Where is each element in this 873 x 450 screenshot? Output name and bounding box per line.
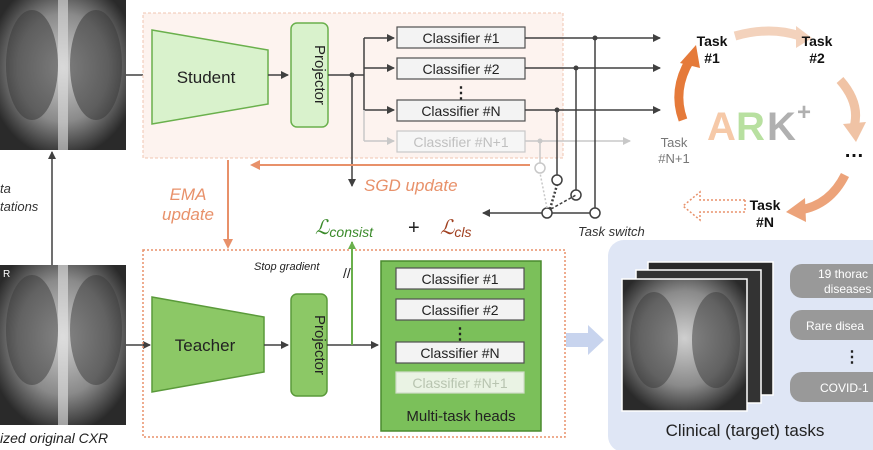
ark-logo-plus: + (797, 99, 811, 126)
teacher-classifier-1 (395, 267, 525, 290)
teacher-classifier-n1 (395, 371, 525, 394)
clinical-item-thoracic (790, 264, 873, 298)
teacher-classifier-1-label: Classifier #1 (421, 271, 498, 287)
sgd-update-label: SGD update (364, 176, 458, 195)
student-classifier-n1-label: Classifier #N+1 (413, 134, 509, 150)
clinical-item-covid-label: COVID-1 (820, 381, 869, 395)
task-n-label-line2: #N (756, 214, 774, 230)
ema-update-label-2: update (162, 205, 214, 224)
xray-marker: R (3, 269, 10, 280)
task-1-label-line1: Task (697, 33, 728, 49)
multi-task-heads-label: Multi-task heads (406, 408, 515, 425)
task-n-label-line1: Task (750, 197, 781, 213)
teacher-classifier-n1-label: Classifier #N+1 (412, 375, 508, 391)
task-2-label-line1: Task (802, 33, 833, 49)
clinical-item-rare-label: Rare disea (806, 319, 864, 333)
teacher-classifier-2-label: Classifier #2 (421, 302, 498, 318)
teacher-classifier-n-label: Classifier #N (420, 345, 499, 361)
task-switch (482, 35, 601, 219)
ema-update-label-1: EMA (170, 185, 207, 204)
input-caption: ized original CXR (0, 430, 108, 446)
consistency-loss: ℒconsist (315, 217, 374, 240)
task-n1-label-line2: #N+1 (658, 151, 689, 166)
teacher-classifier-2 (395, 298, 525, 321)
task-1-label-line2: #1 (704, 50, 720, 66)
ark-logo-a: A (707, 105, 736, 149)
stop-gradient-label: Stop gradient (254, 261, 320, 273)
classification-loss: ℒcls (440, 217, 472, 240)
teacher-encoder-label: Teacher (175, 336, 236, 355)
ark-logo: A R K + (707, 99, 811, 149)
task-n1-label-line1: Task (661, 135, 688, 150)
teacher-classifier-n (395, 341, 525, 364)
input-xray-top (0, 0, 126, 150)
cycle-dots: … (844, 140, 864, 162)
clinical-item-rare (790, 310, 873, 340)
teacher-region (142, 249, 566, 438)
student-classifier-n-label: Classifier #N (421, 103, 500, 119)
student-classifier-dots: ⋮ (453, 85, 469, 102)
task-switch-label: Task switch (578, 224, 645, 239)
clinical-tasks-title: Clinical (target) tasks (666, 421, 825, 440)
student-projector-label: Projector (311, 45, 328, 105)
loss-plus: + (408, 217, 420, 239)
augmentation-label-line1: ta (0, 181, 11, 196)
clinical-xray-stack (621, 261, 774, 412)
augmentation-label-line2: tations (0, 199, 39, 214)
transfer-arrow (566, 325, 604, 355)
student-encoder (151, 29, 269, 125)
input-xray-bottom (0, 265, 126, 425)
clinical-dots: ⋮ (844, 349, 860, 366)
clinical-item-covid (790, 372, 873, 402)
teacher-encoder (151, 296, 265, 393)
teacher-projector-label: Projector (311, 315, 328, 375)
clinical-item-thoracic-line2: diseases (824, 282, 871, 296)
student-classifier-2-label: Classifier #2 (422, 61, 499, 77)
teacher-classifier-dots: ⋮ (452, 326, 468, 343)
ark-logo-r: R (736, 105, 765, 149)
ark-cycle (674, 26, 866, 222)
ark-logo-k: K (767, 105, 796, 149)
task-2-label-line2: #2 (809, 50, 825, 66)
student-encoder-label: Student (177, 68, 236, 87)
stop-gradient-mark: // (343, 265, 351, 281)
clinical-item-thoracic-line1: 19 thorac (818, 267, 868, 281)
student-classifier-1-label: Classifier #1 (422, 30, 499, 46)
